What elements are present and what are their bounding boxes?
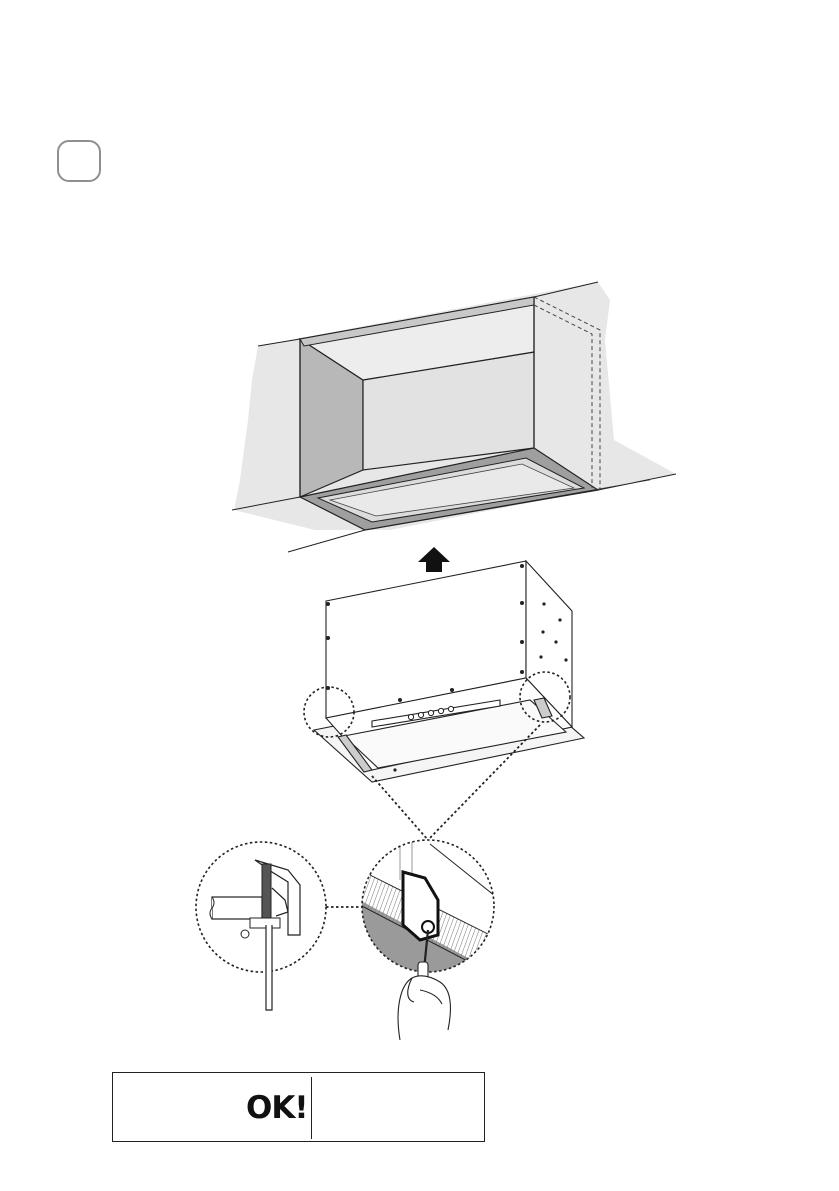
upward-arrow-icon: [418, 547, 450, 572]
two-person-warning-box: OK!: [112, 1072, 485, 1142]
wall-cabinet: [232, 282, 676, 552]
warning-divider: [311, 1077, 312, 1139]
detail-bracket-left: [196, 842, 326, 1010]
ok-label: OK!: [246, 1090, 308, 1126]
